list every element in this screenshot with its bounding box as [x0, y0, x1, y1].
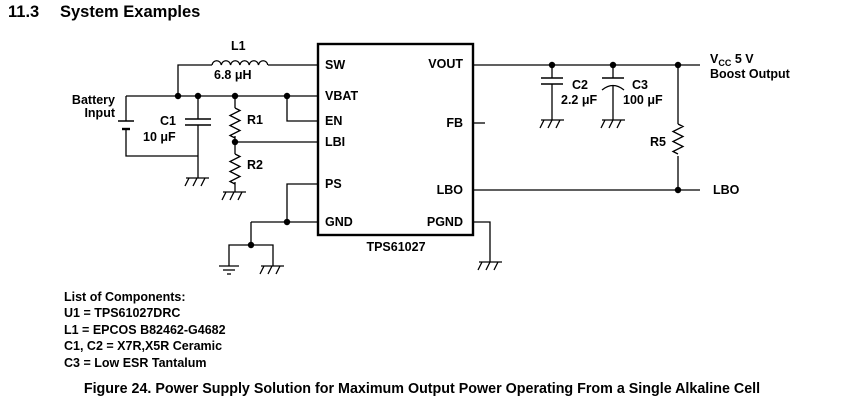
junction-dots	[174, 61, 682, 249]
junction-dot	[674, 186, 682, 194]
wire-pgnd	[473, 221, 491, 262]
vcc-symbol: V	[710, 52, 719, 66]
junction-dot	[174, 92, 182, 100]
figure-caption: Figure 24. Power Supply Solution for Max…	[83, 381, 761, 397]
chassis-ground-icon	[600, 119, 625, 129]
components-list-item: U1 = TPS61027DRC	[64, 306, 181, 321]
junction-dot	[674, 61, 682, 69]
junction-dot	[283, 218, 291, 226]
r1-label: R1	[247, 113, 263, 127]
components-list: List of Components: U1 = TPS61027DRC L1 …	[64, 289, 226, 371]
ic-pin-ps: PS	[325, 177, 342, 191]
ic-body	[316, 42, 475, 237]
r5-label: R5	[650, 135, 666, 149]
wire-l1-left	[177, 64, 212, 96]
vcc-subscript: CC	[718, 58, 731, 68]
ic-pin-en: EN	[325, 114, 342, 128]
wire-ps	[286, 183, 318, 222]
battery-label-line1: Battery	[72, 93, 115, 107]
chassis-ground-icon	[221, 191, 246, 201]
wire-battery-bottom	[125, 129, 198, 157]
section-number: 11.3	[8, 3, 40, 21]
wire-en	[286, 96, 318, 122]
c2-value: 2.2 μF	[561, 93, 597, 107]
ic-pin-lbi: LBI	[325, 135, 345, 149]
section-heading: 11.3 System Examples	[8, 3, 200, 22]
chassis-ground-icon	[184, 177, 209, 187]
ic-pin-pgnd: PGND	[427, 215, 463, 229]
battery-label-line2: Input	[84, 106, 115, 120]
capacitor-curved-plate	[601, 84, 625, 91]
ic-pin-sw: SW	[325, 58, 345, 72]
ic-pin-vbat: VBAT	[325, 89, 358, 103]
schematic-diagram: SW VBAT EN LBI PS GND VOUT FB LBO PGND T…	[72, 39, 791, 275]
ic-pin-fb: FB	[446, 116, 463, 130]
junction-dot	[548, 61, 556, 69]
resistor-r2-symbol	[228, 153, 242, 185]
c1-label: C1	[160, 114, 176, 128]
junction-dot	[609, 61, 617, 69]
r2-label: R2	[247, 158, 263, 172]
chassis-ground-icon	[259, 265, 284, 275]
l1-value: 6.8 μH	[214, 68, 252, 82]
components-list-item: C1, C2 = X7R,X5R Ceramic	[64, 339, 223, 354]
components-list-item: C3 = Low ESR Tantalum	[64, 355, 207, 370]
c3-label: C3	[632, 78, 648, 92]
resistor-r1-symbol	[228, 107, 242, 139]
ic-pin-vout: VOUT	[428, 57, 463, 71]
components-list-item: L1 = EPCOS B82462-G4682	[64, 322, 226, 337]
junction-dot	[231, 92, 239, 100]
boost-output-label: Boost Output	[710, 67, 791, 81]
chassis-ground-icon	[477, 261, 502, 271]
c1-value: 10 μF	[143, 130, 176, 144]
junction-dot	[247, 241, 255, 249]
inductor-symbol	[211, 60, 269, 66]
ic-part-name: TPS61027	[366, 240, 425, 254]
signal-ground-icon	[219, 265, 239, 275]
l1-label: L1	[231, 39, 246, 53]
junction-dot	[231, 138, 239, 146]
lbo-output-label: LBO	[713, 183, 740, 197]
chassis-ground-icon	[539, 119, 564, 129]
section-title: System Examples	[60, 3, 201, 21]
junction-dot	[283, 92, 291, 100]
junction-dot	[194, 92, 202, 100]
c2-label: C2	[572, 78, 588, 92]
c3-value: 100 μF	[623, 93, 663, 107]
vcc-label: VCC 5 V	[710, 52, 754, 68]
resistor-r5-symbol	[671, 123, 685, 155]
components-list-title: List of Components:	[64, 290, 186, 304]
ic-pin-gnd: GND	[325, 215, 353, 229]
ic-pin-lbo: LBO	[437, 183, 464, 197]
vcc-value: 5 V	[731, 52, 754, 66]
